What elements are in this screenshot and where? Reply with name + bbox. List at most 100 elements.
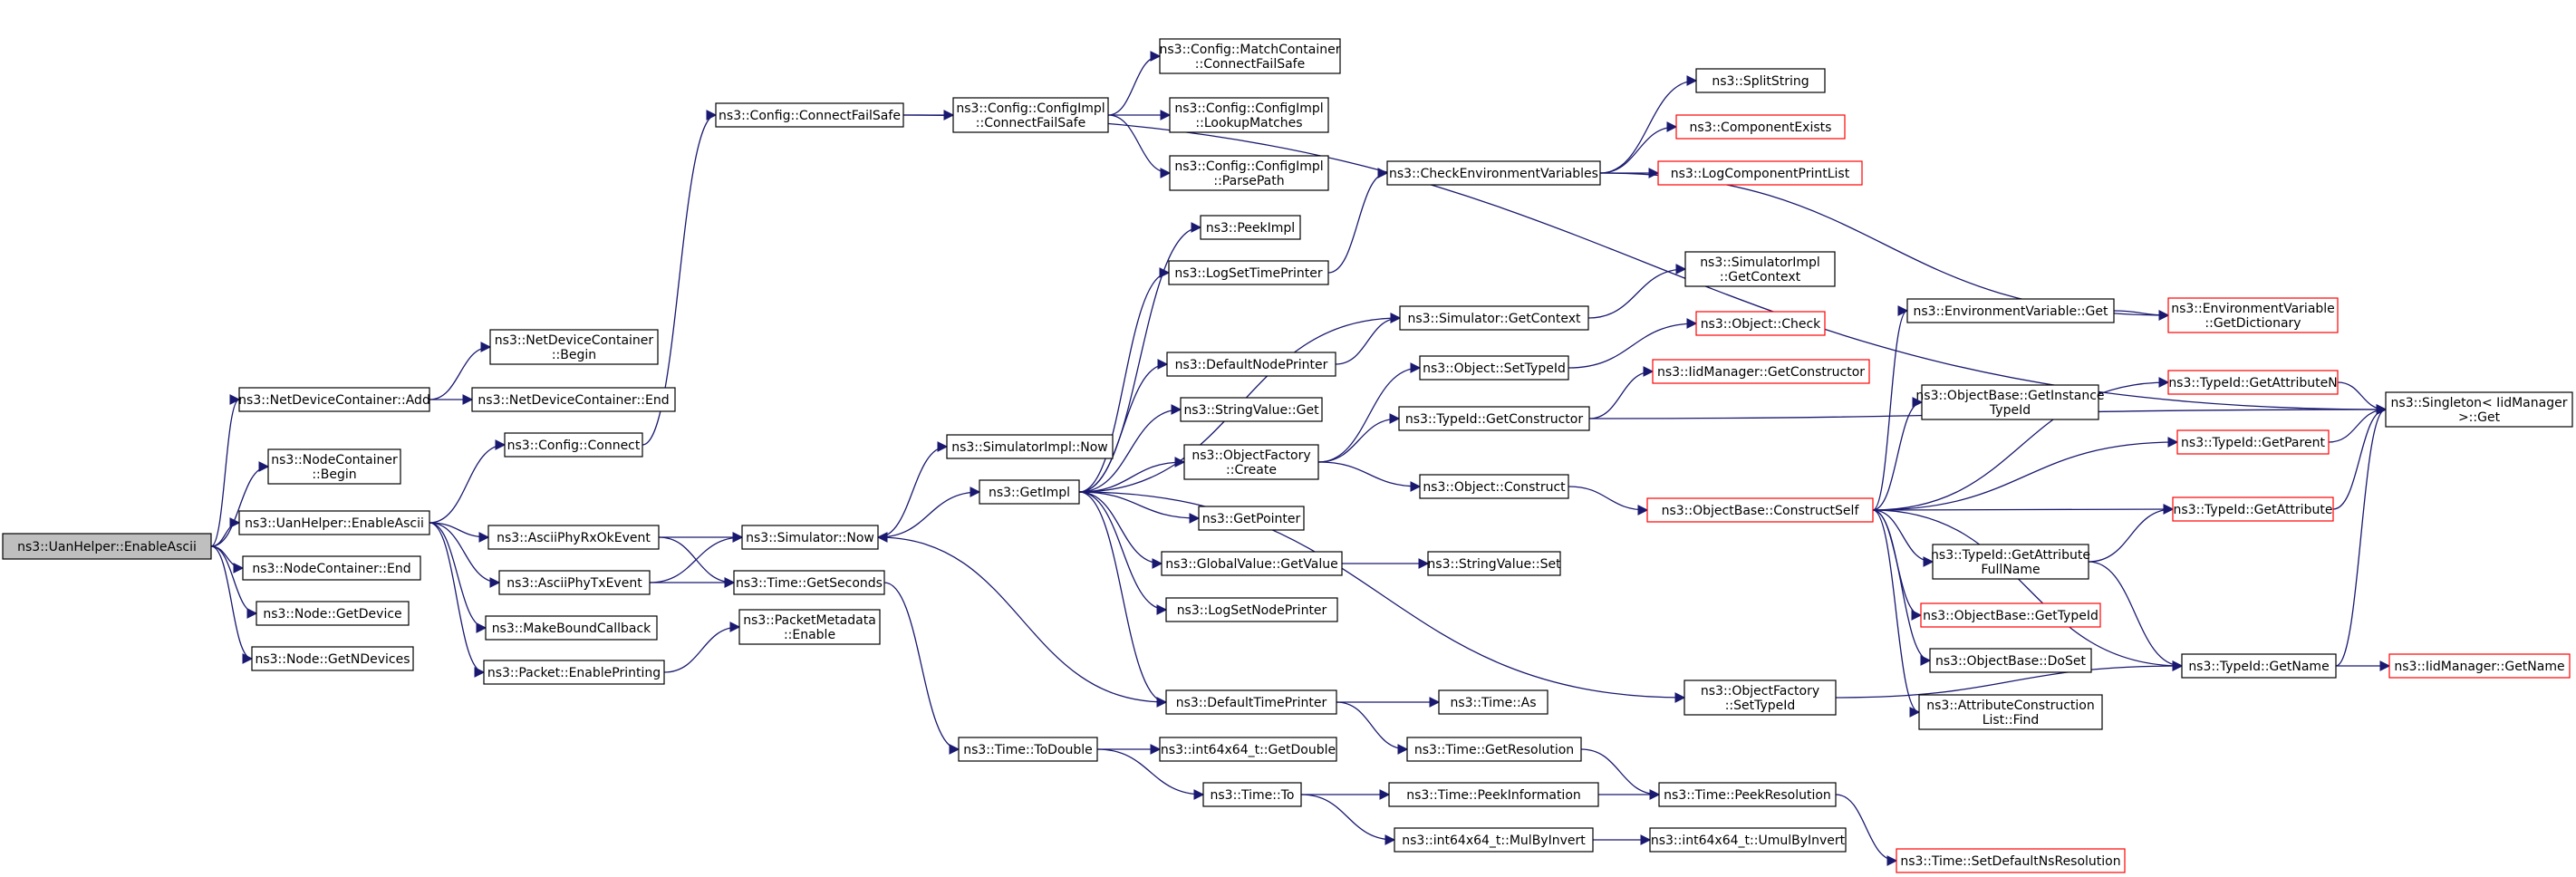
node-typeid-getattributen[interactable]: ns3::TypeId::GetAttributeN xyxy=(2167,370,2339,395)
node-ndc-end[interactable]: ns3::NetDeviceContainer::End xyxy=(471,387,676,412)
node-typeid-getconstructor[interactable]: ns3::TypeId::GetConstructor xyxy=(1398,406,1590,431)
call-edge-defaulttimeprinter-to-time-getresolution xyxy=(1336,701,1409,755)
node-getpointer[interactable]: ns3::GetPointer xyxy=(1198,506,1305,531)
node-stringvalue-get[interactable]: ns3::StringValue::Get xyxy=(1180,397,1323,422)
node-typeid-getparent[interactable]: ns3::TypeId::GetParent xyxy=(2176,429,2330,455)
node-logsetnodeprinter[interactable]: ns3::LogSetNodePrinter xyxy=(1165,597,1338,622)
node-box xyxy=(1198,506,1305,531)
node-iidmanager-getname[interactable]: ns3::IidManager::GetName xyxy=(2388,653,2571,679)
call-edge-checkenvironmentvariables-to-splitstring xyxy=(1599,75,1698,174)
node-globalvalue-getvalue[interactable]: ns3::GlobalValue::GetValue xyxy=(1161,551,1343,576)
node-label: ns3::NetDeviceContainer::End xyxy=(478,393,669,408)
call-edge-configimpl-connectfailsafe-to-matchcontainer-connectfailsafe xyxy=(1107,51,1162,116)
node-typeid-getattribute[interactable]: ns3::TypeId::GetAttribute xyxy=(2172,496,2334,522)
call-edge-typeid-getattributefullname-to-typeid-getattribute xyxy=(2088,504,2175,563)
node-packetmetadata-enable[interactable]: ns3::PacketMetadata::Enable xyxy=(738,609,881,645)
call-edge-object-construct-to-objectbase-constructself xyxy=(1568,486,1649,516)
node-simulator-now[interactable]: ns3::Simulator::Now xyxy=(741,525,879,550)
node-iidmanager-getconstructor[interactable]: ns3::IidManager::GetConstructor xyxy=(1652,359,1870,384)
node-splitstring[interactable]: ns3::SplitString xyxy=(1695,68,1826,93)
node-config-connect[interactable]: ns3::Config::Connect xyxy=(504,432,643,458)
node-objectbase-constructself[interactable]: ns3::ObjectBase::ConstructSelf xyxy=(1646,497,1874,523)
node-label: ns3::StringValue::Get xyxy=(1183,403,1319,418)
node-time-getseconds[interactable]: ns3::Time::GetSeconds xyxy=(733,570,885,595)
node-label: ns3::SplitString xyxy=(1712,74,1809,89)
node-simulatorimpl-now[interactable]: ns3::SimulatorImpl::Now xyxy=(946,434,1114,459)
node-object-settypeid[interactable]: ns3::Object::SetTypeId xyxy=(1419,355,1569,381)
node-configimpl-connectfailsafe[interactable]: ns3::Config::ConfigImpl::ConnectFailSafe xyxy=(952,97,1109,133)
node-asciiphytxevent[interactable]: ns3::AsciiPhyTxEvent xyxy=(498,570,651,595)
node-time-setdefaultnsresolution[interactable]: ns3::Time::SetDefaultNsResolution xyxy=(1896,848,2126,873)
node-getimpl[interactable]: ns3::GetImpl xyxy=(979,479,1080,505)
node-environmentvariable-getdictionary[interactable]: ns3::EnvironmentVariable::GetDictionary xyxy=(2167,297,2339,333)
node-label: FullName xyxy=(1981,563,2040,577)
node-label: ns3::int64x64_t::UmulByInvert xyxy=(1651,834,1846,848)
node-box xyxy=(1180,397,1323,422)
node-box xyxy=(1906,298,2115,323)
call-edge-getimpl-to-objectfactory-create xyxy=(1078,457,1186,493)
node-ndc-add[interactable]: ns3::NetDeviceContainer::Add xyxy=(238,387,430,412)
node-checkenvironmentvariables[interactable]: ns3::CheckEnvironmentVariables xyxy=(1386,160,1601,186)
node-environmentvariable-get[interactable]: ns3::EnvironmentVariable::Get xyxy=(1906,298,2115,323)
call-edge-simulator-now-to-getimpl xyxy=(877,487,981,538)
node-label: ns3::SimulatorImpl::Now xyxy=(951,440,1108,455)
node-logcomponentprintlist[interactable]: ns3::LogComponentPrintList xyxy=(1657,160,1863,186)
node-componentexists[interactable]: ns3::ComponentExists xyxy=(1675,114,1846,140)
node-defaultnodeprinter[interactable]: ns3::DefaultNodePrinter xyxy=(1166,352,1336,377)
node-configimpl-lookupmatches[interactable]: ns3::Config::ConfigImpl::LookupMatches xyxy=(1169,97,1329,133)
node-packet-enableprinting[interactable]: ns3::Packet::EnablePrinting xyxy=(483,660,665,685)
node-asciiphyrxokevent[interactable]: ns3::AsciiPhyRxOkEvent xyxy=(487,525,660,550)
call-edge-typeid-getconstructor-to-iidmanager-getconstructor xyxy=(1588,366,1655,419)
node-typeid-getname[interactable]: ns3::TypeId::GetName xyxy=(2181,653,2337,679)
node-box xyxy=(1684,251,1836,287)
node-enable-ascii-root[interactable]: ns3::UanHelper::EnableAscii xyxy=(2,533,212,560)
node-ndc-begin[interactable]: ns3::NetDeviceContainer::Begin xyxy=(489,329,659,365)
node-label: ns3::TypeId::GetParent xyxy=(2181,436,2325,450)
node-time-getresolution[interactable]: ns3::Time::GetResolution xyxy=(1406,737,1582,762)
call-edge-logsettimeprinter-to-checkenvironmentvariables xyxy=(1327,168,1389,274)
node-label: ns3::Config::ConfigImpl xyxy=(956,101,1105,116)
node-configimpl-parsepath[interactable]: ns3::Config::ConfigImpl::ParsePath xyxy=(1169,155,1329,191)
node-label: ns3::Config::ConnectFailSafe xyxy=(719,109,901,123)
node-nodecontainer-begin[interactable]: ns3::NodeContainer::Begin xyxy=(267,448,401,485)
node-nodecontainer-end[interactable]: ns3::NodeContainer::End xyxy=(242,555,421,581)
node-singleton-iidmanager-get[interactable]: ns3::Singleton< IidManager >::Get xyxy=(2385,391,2573,428)
node-int64x64-getdouble[interactable]: ns3::int64x64_t::GetDouble xyxy=(1159,737,1337,762)
node-node-getndevices[interactable]: ns3::Node::GetNDevices xyxy=(251,646,414,671)
node-objectbase-doset[interactable]: ns3::ObjectBase::DoSet xyxy=(1929,648,2092,673)
node-objectbase-gettypeid[interactable]: ns3::ObjectBase::GetTypeId xyxy=(1920,602,2101,628)
node-label: ::ParsePath xyxy=(1213,174,1284,188)
node-matchcontainer-connectfailsafe[interactable]: ns3::Config::MatchContainer::ConnectFail… xyxy=(1159,38,1341,74)
node-logsettimeprinter[interactable]: ns3::LogSetTimePrinter xyxy=(1168,260,1329,285)
node-box xyxy=(1646,497,1874,523)
node-simulatorimpl-getcontext[interactable]: ns3::SimulatorImpl::GetContext xyxy=(1684,251,1836,287)
node-label: ns3::TypeId::GetAttribute xyxy=(1931,548,2090,563)
node-object-construct[interactable]: ns3::Object::Construct xyxy=(1419,474,1569,499)
node-int64x64-mulbyinvert[interactable]: ns3::int64x64_t::MulByInvert xyxy=(1394,827,1594,853)
node-simulator-getcontext[interactable]: ns3::Simulator::GetContext xyxy=(1399,305,1589,331)
node-makeboundcallback[interactable]: ns3::MakeBoundCallback xyxy=(485,615,658,641)
node-time-todouble[interactable]: ns3::Time::ToDouble xyxy=(958,737,1098,762)
node-int64x64-umulbyinvert[interactable]: ns3::int64x64_t::UmulByInvert xyxy=(1649,827,1847,853)
node-time-peekresolution[interactable]: ns3::Time::PeekResolution xyxy=(1658,782,1837,807)
node-uanhelper-enableascii[interactable]: ns3::UanHelper::EnableAscii xyxy=(238,510,430,535)
node-config-connectfailsafe[interactable]: ns3::Config::ConnectFailSafe xyxy=(715,102,904,128)
node-time-as[interactable]: ns3::Time::As xyxy=(1438,689,1548,715)
node-objectfactory-settypeid[interactable]: ns3::ObjectFactory::SetTypeId xyxy=(1684,679,1837,716)
node-objectfactory-create[interactable]: ns3::ObjectFactory::Create xyxy=(1183,444,1319,480)
node-peekimpl[interactable]: ns3::PeekImpl xyxy=(1200,215,1301,240)
node-object-check[interactable]: ns3::Object::Check xyxy=(1695,311,1826,336)
node-box xyxy=(1427,551,1561,576)
call-edge-getimpl-to-stringvalue-get xyxy=(1078,404,1182,493)
node-box xyxy=(1921,384,2099,420)
node-box xyxy=(483,660,665,685)
node-time-to[interactable]: ns3::Time::To xyxy=(1202,782,1302,807)
node-time-peekinformation[interactable]: ns3::Time::PeekInformation xyxy=(1388,782,1599,807)
node-defaulttimeprinter[interactable]: ns3::DefaultTimePrinter xyxy=(1165,689,1337,715)
node-node-getdevice[interactable]: ns3::Node::GetDevice xyxy=(256,601,410,626)
call-edge-getimpl-to-logsettimeprinter xyxy=(1078,267,1171,493)
node-stringvalue-set[interactable]: ns3::StringValue::Set xyxy=(1427,551,1561,576)
